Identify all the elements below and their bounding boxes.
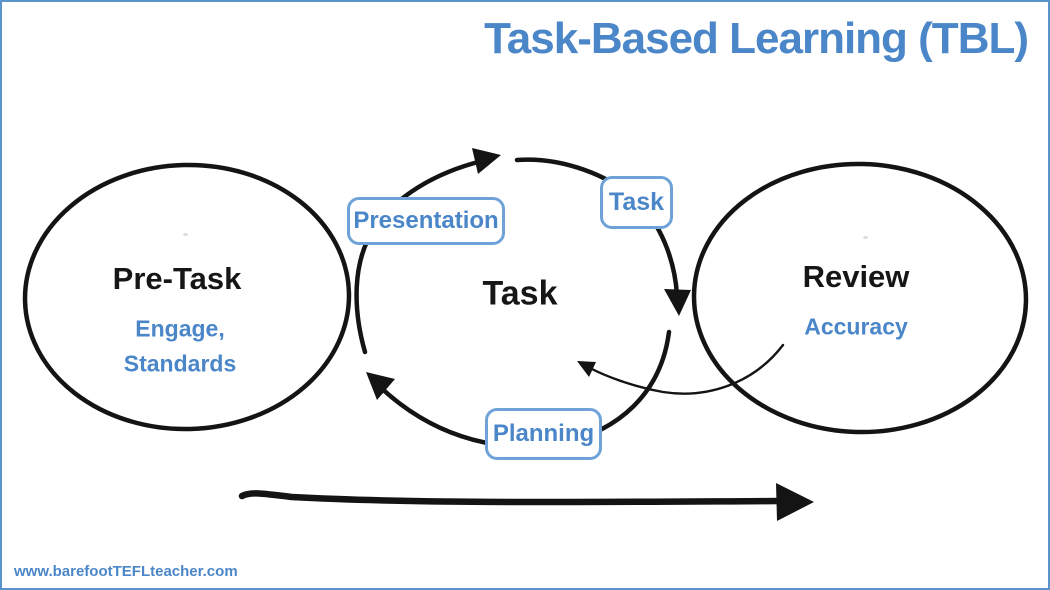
task-cycle-label: Task <box>482 274 558 313</box>
review-label: Review <box>802 259 910 294</box>
watermark: www.barefootTEFLteacher.com <box>14 563 238 580</box>
review-detail: Accuracy <box>804 313 908 340</box>
task-step-label: Task <box>608 188 665 216</box>
pre-task-circle <box>22 162 352 432</box>
pre-task-detail-line1: Engage, <box>135 315 225 342</box>
ink-speck <box>863 236 868 239</box>
task-step-box: Task <box>600 176 673 229</box>
cycle-arc-top-left <box>354 158 485 355</box>
cycle-arrowhead-top <box>472 148 501 174</box>
ink-speck <box>183 233 188 236</box>
presentation-step-label: Presentation <box>353 207 499 234</box>
presentation-step-box: Presentation <box>347 197 505 245</box>
review-circle <box>691 161 1029 435</box>
review-feedback-arrowhead <box>577 361 596 377</box>
pre-task-label: Pre-Task <box>112 261 242 296</box>
planning-step-box: Planning <box>485 408 602 460</box>
cycle-arrowhead-bottom-left <box>366 372 395 400</box>
page-title: Task-Based Learning (TBL) <box>484 14 1029 63</box>
timeline-arrow <box>238 490 782 506</box>
planning-step-label: Planning <box>492 420 595 447</box>
review-feedback-arrow <box>588 343 785 395</box>
cycle-arrowhead-right <box>664 289 691 316</box>
pre-task-detail-line2: Standards <box>123 350 237 377</box>
timeline-arrowhead <box>776 483 814 521</box>
